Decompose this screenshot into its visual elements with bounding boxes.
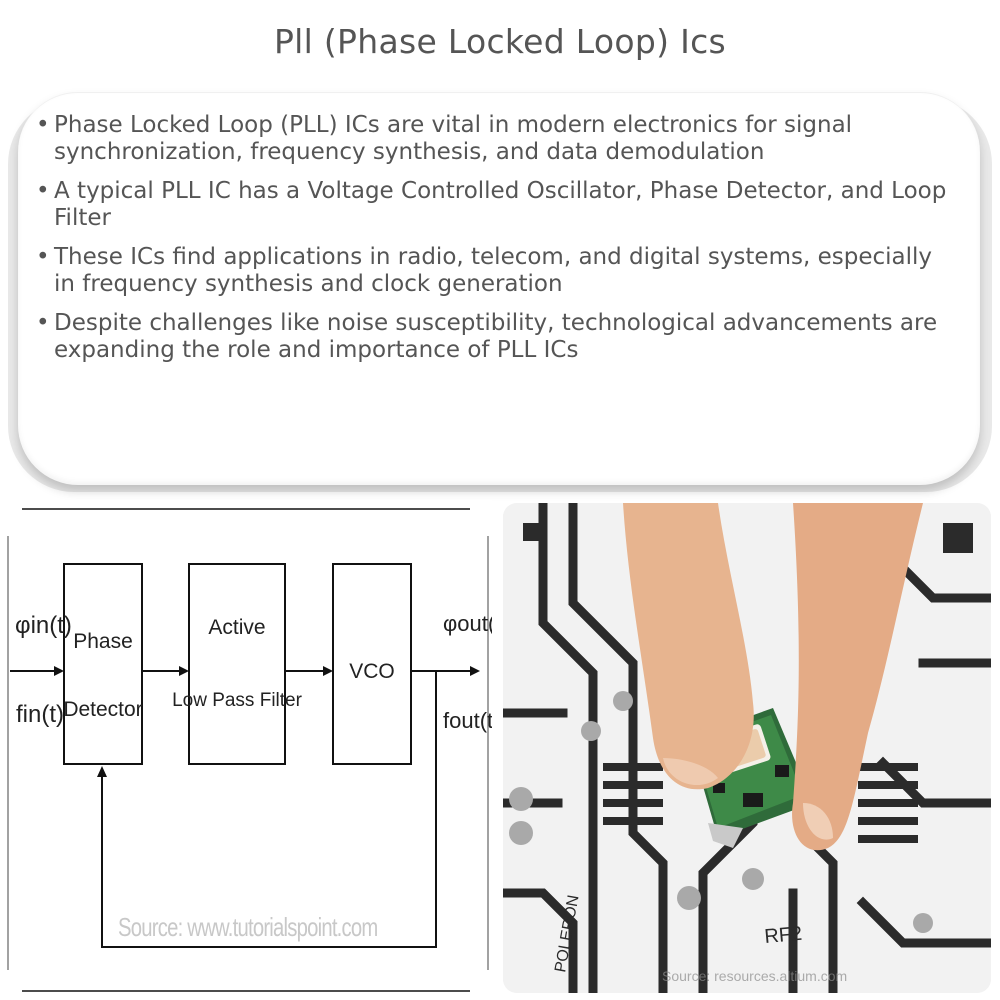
lpf-label-1: Active [208, 616, 265, 639]
feedback-path [101, 671, 437, 948]
output-arrowhead [470, 666, 480, 676]
diagram-source-watermark: Source: www.tutorialspoint.com [118, 912, 378, 942]
output-freq-label: fout(t) [443, 708, 492, 733]
bullet-item: A typical PLL IC has a Voltage Controlle… [34, 178, 954, 232]
low-pass-filter-block [188, 563, 286, 765]
feedback-arrowhead [97, 766, 107, 777]
vco-block [332, 563, 412, 765]
page-title: Pll (Phase Locked Loop) Ics [273, 22, 727, 61]
bullet-item: These ICs find applications in radio, te… [34, 244, 954, 298]
bullet-item: Phase Locked Loop (PLL) ICs are vital in… [34, 112, 954, 166]
input-freq-label: fin(t) [16, 701, 64, 728]
right-finger [792, 503, 923, 851]
pll-block-diagram: φin(t) fin(t) Phase Detector Active Low … [0, 500, 492, 1000]
output-phase-label: φout(t) [443, 611, 492, 636]
input-phase-label: φin(t) [15, 612, 72, 639]
input-arrowhead [54, 666, 64, 676]
pcb-pads [523, 523, 973, 843]
left-finger [623, 503, 754, 790]
pd-lpf-arrowhead [179, 666, 189, 676]
lpf-vco-arrowhead [323, 666, 333, 676]
phase-detector-label-2: Detector [63, 698, 142, 721]
pcb-vias [509, 691, 933, 933]
pcb-photo-svg: POLERON RF2 [503, 503, 991, 993]
bullet-list: Phase Locked Loop (PLL) ICs are vital in… [34, 112, 954, 376]
phase-detector-block [63, 563, 143, 765]
pcb-photo: POLERON RF2 [503, 503, 991, 993]
vco-label: VCO [349, 660, 395, 683]
bullet-item: Despite challenges like noise susceptibi… [34, 310, 954, 364]
board-label-rf2: RF2 [764, 923, 804, 948]
lpf-label-2: Low Pass Filter [172, 690, 303, 711]
photo-source-watermark: Source: resources.altium.com [662, 968, 848, 984]
phase-detector-label-1: Phase [73, 630, 133, 653]
diagram-svg: φin(t) fin(t) Phase Detector Active Low … [7, 508, 492, 992]
